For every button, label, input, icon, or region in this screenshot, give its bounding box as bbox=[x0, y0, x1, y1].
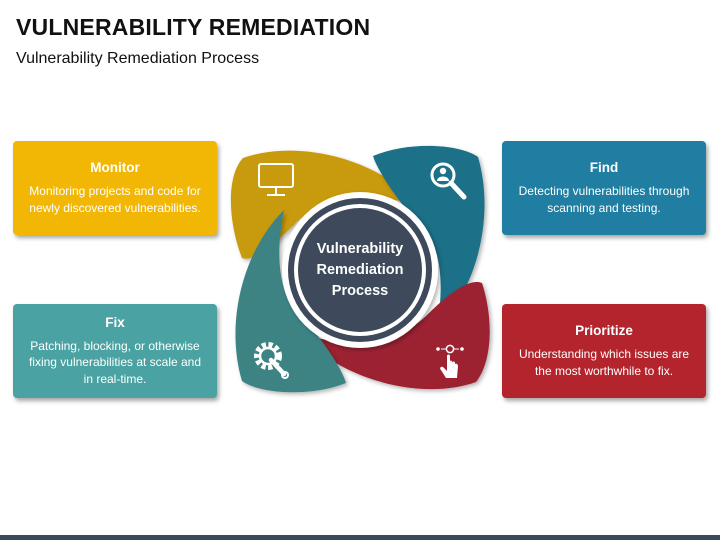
step-card-prioritize: Prioritize Understanding which issues ar… bbox=[502, 304, 706, 398]
page-title: VULNERABILITY REMEDIATION bbox=[16, 14, 371, 40]
step-card-find: Find Detecting vulnerabilities through s… bbox=[502, 141, 706, 235]
step-title-fix: Fix bbox=[105, 314, 125, 330]
gear-wrench-icon bbox=[254, 342, 289, 379]
step-card-monitor: Monitor Monitoring projects and code for… bbox=[13, 141, 217, 235]
magnifier-user-icon bbox=[430, 162, 467, 200]
center-label: Vulnerability Remediation Process bbox=[299, 239, 421, 302]
step-title-monitor: Monitor bbox=[90, 160, 140, 175]
step-text-fix: Patching, blocking, or otherwise fixing … bbox=[28, 338, 202, 386]
step-text-prioritize: Understanding which issues are the most … bbox=[518, 347, 690, 378]
center-label-line-3: Process bbox=[331, 283, 389, 299]
step-title-find: Find bbox=[589, 160, 619, 175]
step-text-monitor: Monitoring projects and code for newly d… bbox=[29, 184, 201, 215]
step-text-find: Detecting vulnerabilities through scanni… bbox=[518, 184, 690, 215]
center-label-line-1: Vulnerability bbox=[316, 241, 404, 257]
center-label-line-2: Remediation bbox=[316, 262, 404, 278]
step-title-prioritize: Prioritize bbox=[575, 323, 633, 338]
step-card-fix: Fix Patching, blocking, or otherwise fix… bbox=[13, 304, 217, 398]
process-cycle-diagram bbox=[230, 145, 490, 393]
monitor-icon bbox=[258, 163, 294, 196]
page-subtitle: Vulnerability Remediation Process bbox=[16, 50, 260, 67]
hand-pointer-icon bbox=[436, 344, 464, 378]
footer-bar bbox=[0, 535, 720, 540]
center-circle-inner bbox=[298, 208, 422, 332]
